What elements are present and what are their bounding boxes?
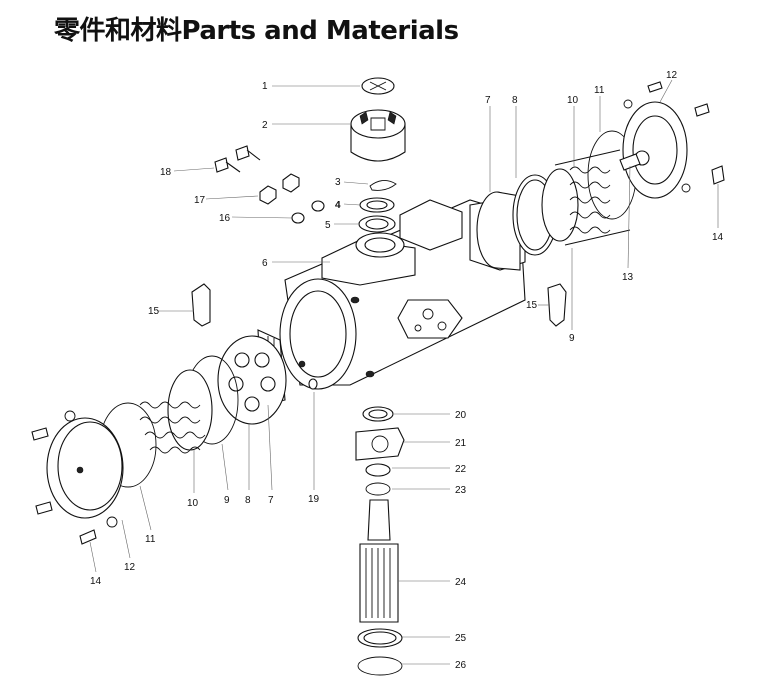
part-1-indicator-mark [361,77,395,95]
callout-6: 6 [262,258,268,269]
part-20-washer [362,406,394,422]
part-13-adjust-screw [619,153,641,171]
part-25-washer [357,628,403,648]
callout-2: 2 [262,120,268,131]
part-16-washers [291,200,325,224]
callout-8-right: 8 [512,95,518,106]
part-17-nuts [259,173,300,205]
callout-11-right: 11 [594,85,605,96]
part-5-washer [358,215,396,233]
callout-12-left: 12 [124,562,136,573]
callout-26: 26 [455,660,467,671]
callout-12-right: 12 [666,70,678,81]
part-18-bolts [214,145,261,173]
part-24-pinion-shaft [359,499,399,623]
part-3-circlip [369,180,397,191]
callout-13: 13 [622,272,634,283]
callout-7-left: 7 [268,495,274,506]
callout-20: 20 [455,410,467,421]
callout-17: 17 [194,195,206,206]
callout-15-right: 15 [526,300,538,311]
callout-11-left: 11 [145,534,156,545]
callout-9-left: 9 [224,495,230,506]
callout-23: 23 [455,485,467,496]
callout-21: 21 [455,438,467,449]
callout-18: 18 [160,167,172,178]
part-23-oring [365,482,391,496]
callout-1: 1 [262,81,268,92]
callout-9-right: 9 [569,333,575,344]
callout-5: 5 [325,220,331,231]
part-12-end-cap-right [622,99,691,199]
callout-14-left: 14 [90,576,102,587]
callout-25: 25 [455,633,467,644]
part-21-cam [355,427,405,461]
part-14-bolts-left [31,427,97,545]
leader-lines [89,79,719,665]
part-4-washer [359,197,395,213]
callout-22: 22 [455,464,467,475]
part-10-springs-left [139,369,213,454]
page-title: 零件和材料Parts and Materials [54,16,459,46]
part-10-springs-right [541,149,631,246]
callout-14-right: 14 [712,232,724,243]
callout-10-right: 10 [567,95,579,106]
callout-10-left: 10 [187,498,199,509]
callout-15-left: 15 [148,306,160,317]
part-22-washer [365,463,391,477]
callout-24: 24 [455,577,467,588]
part-12-end-cap-left [46,410,124,528]
part-19-pin [308,378,318,390]
part-15-stop-left [191,283,211,327]
callout-3: 3 [335,177,341,188]
part-2-position-indicator [350,109,406,162]
callout-4: 4 [335,200,341,211]
part-8-piston-plate-left [217,335,287,425]
part-26-oring [357,656,403,676]
callout-19: 19 [308,494,320,505]
part-15-stop-right [547,283,567,327]
callout-7-right: 7 [485,95,491,106]
part-14-bolts-right [647,81,725,185]
callout-8-left: 8 [245,495,251,506]
callout-16: 16 [219,213,231,224]
